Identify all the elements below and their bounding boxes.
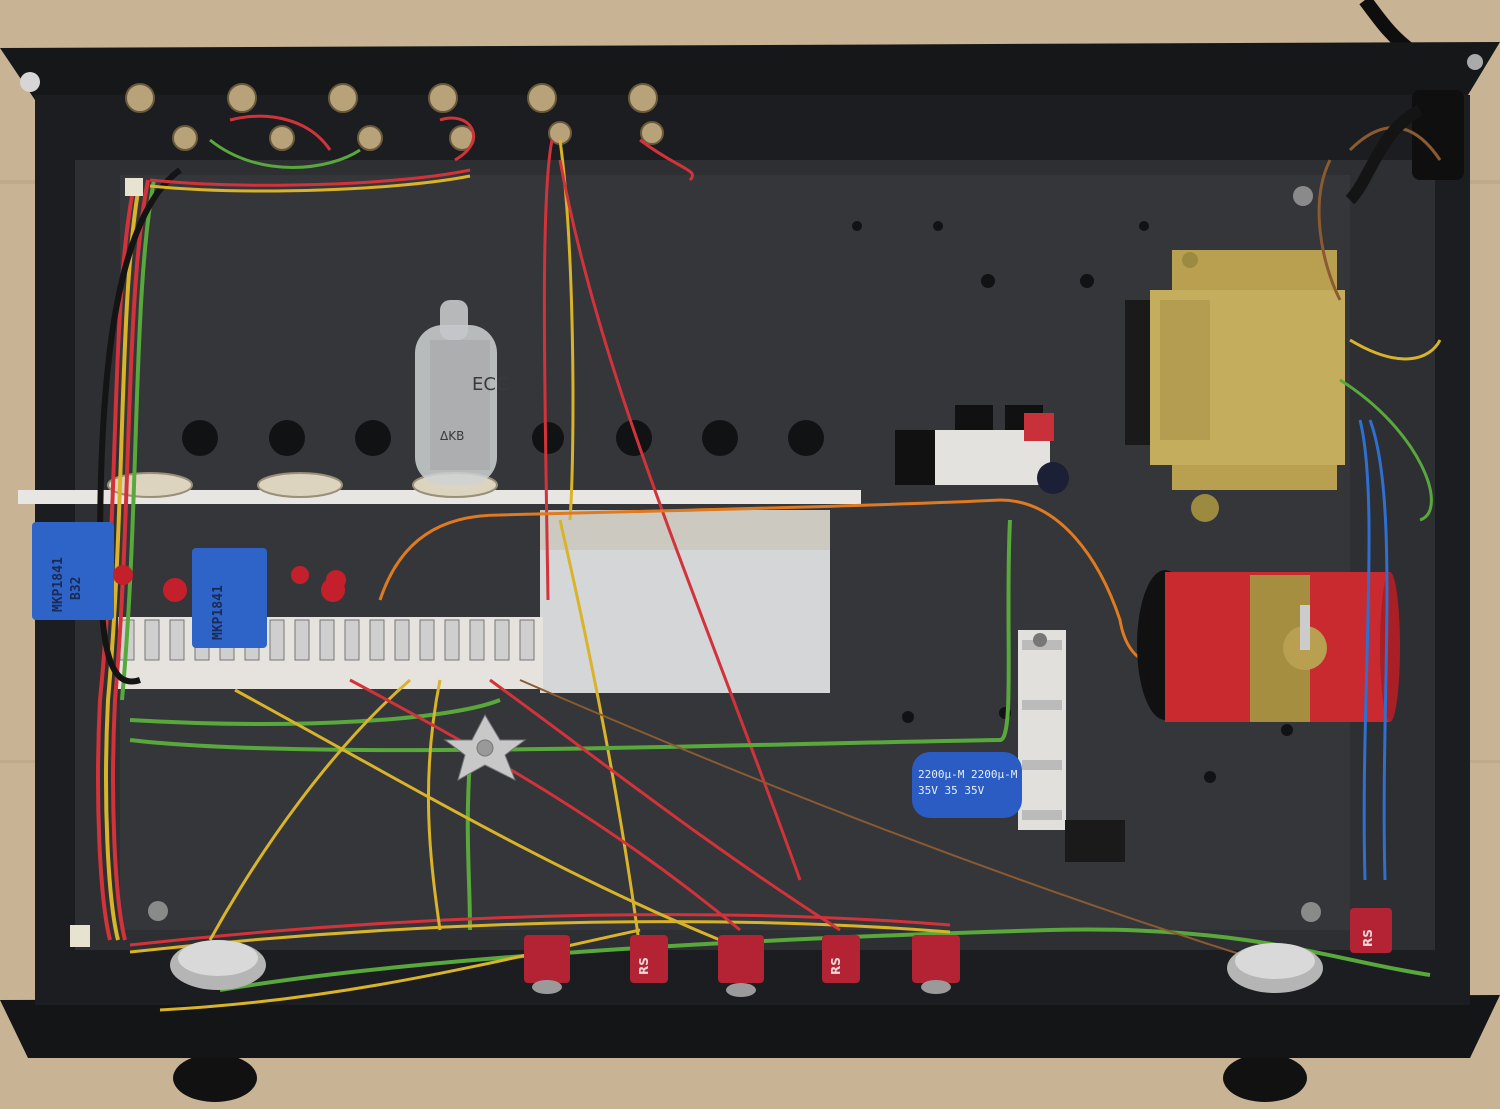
chassis-front-flange: [0, 995, 1500, 1058]
rear-jack-wiring: [149, 114, 802, 951]
floor-holes: [182, 221, 1293, 783]
front-panel-wiring: [129, 678, 1291, 1012]
vacuum-tube: ECC ΔKB: [415, 300, 509, 485]
power-transformer: [1125, 250, 1345, 522]
iec-socket: [1412, 90, 1464, 180]
rubber-foot-left: [173, 1054, 257, 1102]
rear-jacks: [125, 83, 664, 151]
wire-loom-left: [96, 167, 182, 941]
ecap-label-1: 2200μ-M 2200μ-M: [918, 768, 1018, 781]
cap-left-label-2: B32: [69, 577, 84, 600]
aluminium-plate-shade: [540, 510, 830, 550]
psu-tag-board: [1018, 630, 1066, 830]
film-capacitor-right: MKP1841: [192, 548, 267, 648]
voltage-regulator: [1065, 820, 1125, 862]
film-capacitor-left: MKP1841 B32: [32, 522, 114, 620]
orange-wires: [378, 498, 1146, 662]
cap-right-label: MKP1841: [211, 585, 226, 640]
rubber-foot-right: [1223, 1054, 1307, 1102]
tube-type-label: ECC: [472, 374, 509, 395]
chassis-rear-flange: [0, 42, 1500, 100]
ecap-label-2: 35V 35 35V: [918, 784, 985, 797]
mounting-hole: [1467, 54, 1483, 70]
filter-choke: [1137, 570, 1400, 722]
cap-left-label-1: MKP1841: [51, 557, 66, 612]
cable-tie: [125, 178, 143, 196]
potentiometer-right: [1227, 943, 1323, 993]
switch-mark: RS: [1361, 929, 1375, 947]
star-ground: [443, 713, 527, 782]
switch-mark: RS: [637, 957, 651, 975]
ground-bus: [129, 519, 1431, 992]
switch-nuts: [532, 980, 951, 997]
toggle-switches: [524, 908, 1392, 983]
mounting-hole: [20, 72, 40, 92]
ceramic-capacitors: [113, 565, 346, 602]
switch-mark: RS: [829, 957, 843, 975]
turret-lugs: [119, 619, 535, 661]
electrolytic-capacitor: 2200μ-M 2200μ-M 35V 35 35V: [912, 752, 1022, 818]
regulator-board: [895, 405, 1069, 494]
mains-cable: [1345, 104, 1423, 205]
cable-tie: [70, 925, 90, 947]
tube-code-label: ΔKB: [440, 429, 464, 443]
potentiometer-left: [170, 940, 266, 990]
mains-wiring: [1317, 126, 1442, 881]
